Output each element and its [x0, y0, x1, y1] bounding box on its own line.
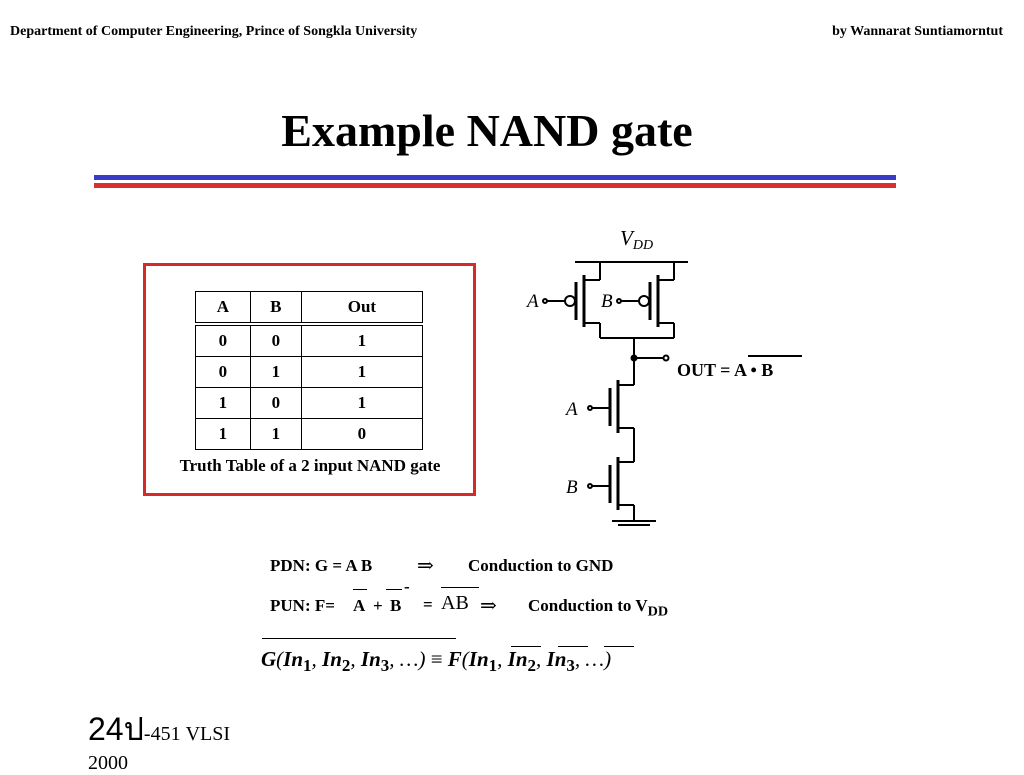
pun-b-overline [386, 589, 402, 590]
pun-conduction-text: Conduction to VDD [528, 596, 668, 620]
pun-minus-mark: - [404, 577, 410, 596]
vdd-label: VDD [620, 226, 653, 253]
table-row: 0 0 1 [195, 323, 424, 357]
column-header-b: B [249, 291, 302, 326]
table-row: 0 1 1 [195, 356, 424, 388]
table-cell: 1 [195, 387, 251, 419]
column-header-a: A [195, 291, 251, 326]
table-cell: 0 [195, 323, 251, 357]
pun-conduction-subscript: DD [647, 603, 669, 620]
header-author: by Wannarat Suntiamorntut [832, 24, 1003, 39]
truth-table-frame [143, 263, 476, 496]
truth-table-header-row: A B Out [195, 291, 424, 326]
table-cell: 0 [195, 356, 251, 388]
pmos-a-bubble [564, 295, 576, 307]
g-function-overline [262, 638, 456, 639]
output-pin [662, 354, 670, 362]
pdn-implies-arrow: ⇒ [417, 555, 434, 577]
pun-term-a: A [353, 596, 366, 615]
table-row: 1 0 1 [195, 387, 424, 419]
nmos-a-input-pin [587, 405, 593, 411]
table-cell: 1 [300, 387, 424, 419]
footer-course-code: 24ป [88, 711, 144, 747]
duality-equation: G(In1, In2, In3, …) ≡ F(In1, In2, In3, …… [261, 647, 612, 676]
table-cell: 1 [249, 418, 302, 450]
pdn-equation: PDN: G = A B [270, 556, 373, 575]
pun-a-overline [353, 589, 367, 590]
output-label: OUT = A • B [677, 360, 773, 380]
nand-cmos-schematic: VDD A B OUT = A • B A B [525, 226, 802, 526]
pmos-a-input-pin [542, 298, 548, 304]
table-cell: 1 [300, 356, 424, 388]
title-rule-blue [94, 175, 896, 180]
pun-term-b: B [390, 596, 402, 615]
table-cell: 0 [249, 387, 302, 419]
table-cell: 0 [249, 323, 302, 357]
table-cell: 1 [249, 356, 302, 388]
table-cell: 1 [195, 418, 251, 450]
column-header-out: Out [300, 291, 424, 326]
footer-course-name: -451 VLSI [143, 723, 231, 745]
nmos-b-input-pin [587, 483, 593, 489]
f-in2-overline [558, 646, 588, 647]
pun-equals: = [423, 595, 433, 614]
pmos-a-input-label: A [525, 291, 539, 312]
pmos-b-bubble [638, 295, 650, 307]
f-in3-overline [604, 646, 634, 647]
nmos-b-input-label: B [566, 477, 578, 498]
truth-table-caption: Truth Table of a 2 input NAND gate [179, 456, 441, 475]
table-row: 1 1 0 [195, 418, 424, 450]
pdn-conduction-text: Conduction to GND [468, 556, 614, 575]
footer-year: 2000 [88, 752, 128, 774]
pun-conduction-label: Conduction to V [528, 596, 648, 615]
footer-course: 24ป-451 VLSI [88, 704, 230, 755]
pmos-b-input-label: B [601, 291, 613, 312]
header-department: Department of Computer Engineering, Prin… [10, 24, 418, 39]
truth-table: A B Out 0 0 1 0 1 1 1 0 1 1 1 0 [195, 291, 424, 450]
table-cell: 1 [300, 323, 424, 357]
pun-ab-overline [441, 587, 479, 588]
pun-equation-label: PUN: F= [270, 596, 335, 615]
title-rule-red [94, 183, 896, 188]
nmos-a-input-label: A [564, 399, 578, 420]
pun-implies-arrow: ⇒ [480, 595, 497, 617]
pmos-b-input-pin [616, 298, 622, 304]
pun-term-ab: AB [441, 592, 469, 614]
f-in1-overline [511, 646, 541, 647]
slide-title: Example NAND gate [281, 105, 693, 156]
table-cell: 0 [300, 418, 424, 450]
pun-plus: + [373, 596, 383, 615]
